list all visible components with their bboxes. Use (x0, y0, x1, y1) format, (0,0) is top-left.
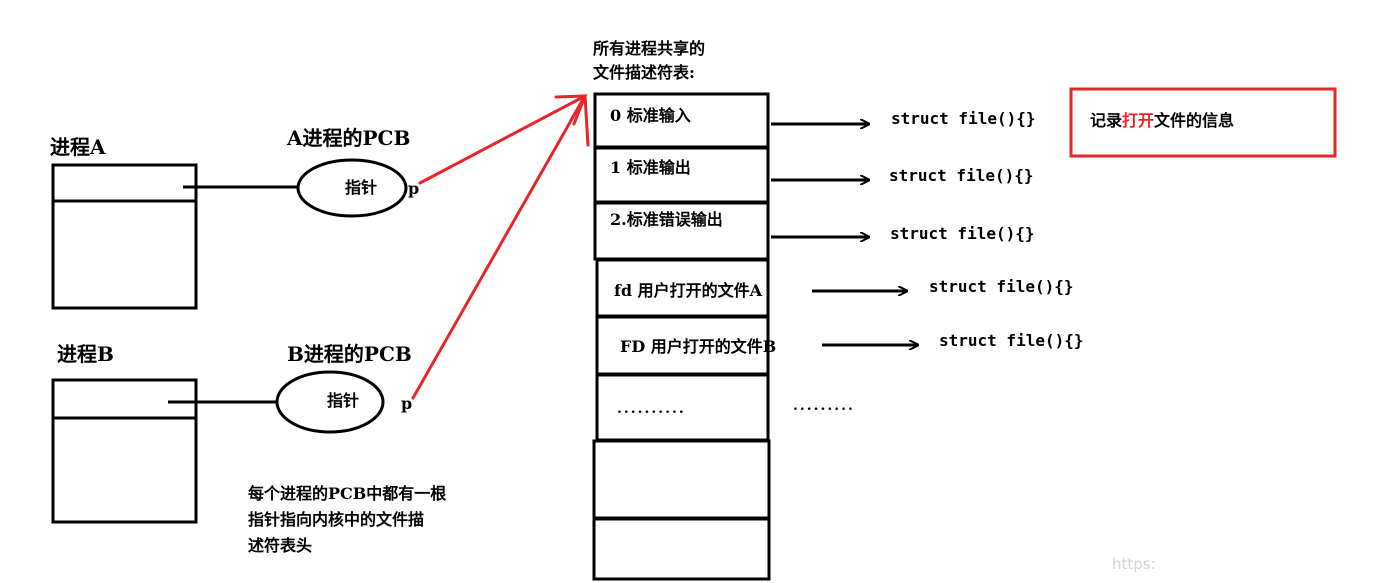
process-a-box (51, 163, 198, 310)
process-a-label: 进程A (50, 135, 106, 159)
table-entry-2-target: struct file(){} (890, 224, 1035, 243)
table-entry-5-label: .......... (617, 401, 686, 417)
table-entry-4-target: struct file(){} (939, 331, 1084, 350)
process-b-p-label: p (401, 394, 413, 413)
callout-prefix: 记录 (1090, 111, 1123, 130)
callout-suffix: 文件的信息 (1154, 111, 1235, 130)
watermark: https: (1112, 555, 1156, 573)
table-entry-0-target: struct file(){} (891, 109, 1036, 128)
process-a-pcb-label: A进程的PCB (287, 126, 411, 150)
table-row-6 (592, 439, 771, 520)
table-entry-0-label: 0 标准输入 (610, 106, 691, 125)
table-title-line-1: 文件描述符表: (593, 63, 695, 82)
process-a-pointer-label: 指针 (345, 178, 378, 197)
table-title-line-0: 所有进程共享的 (593, 39, 706, 58)
table-entry-3-label: fd 用户打开的文件A (614, 281, 763, 300)
descriptor-table (592, 92, 771, 581)
table-row-7 (592, 517, 771, 581)
process-a-p-label: p (408, 179, 420, 198)
table-entry-3-target: struct file(){} (929, 277, 1074, 296)
process-b-box (51, 378, 198, 524)
process-b-pcb-label: B进程的PCB (287, 342, 412, 366)
pointer-arrow-b (411, 94, 590, 400)
process-b-label: 进程B (57, 342, 114, 366)
process-a-pcb-ellipse (296, 158, 408, 218)
note-line-1: 指针指向内核中的文件描 (248, 510, 425, 529)
table-entry-5-target: ......... (793, 398, 855, 414)
callout-text: 记录打开文件的信息 (1090, 113, 1234, 129)
note-line-2: 述符表头 (248, 536, 313, 555)
process-b-pcb-ellipse (275, 370, 385, 434)
table-entry-1-label: 1 标准输出 (610, 158, 691, 177)
process-b-pointer-label: 指针 (327, 391, 360, 410)
callout-box (1069, 87, 1337, 158)
table-entry-2-label: 2.标准错误输出 (610, 210, 723, 229)
table-entry-4-label: FD 用户打开的文件B (620, 337, 777, 356)
note-line-0: 每个进程的PCB中都有一根 (248, 484, 447, 503)
file-arrows (771, 124, 918, 345)
table-entry-1-target: struct file(){} (889, 166, 1034, 185)
callout-highlight: 打开 (1122, 111, 1155, 130)
